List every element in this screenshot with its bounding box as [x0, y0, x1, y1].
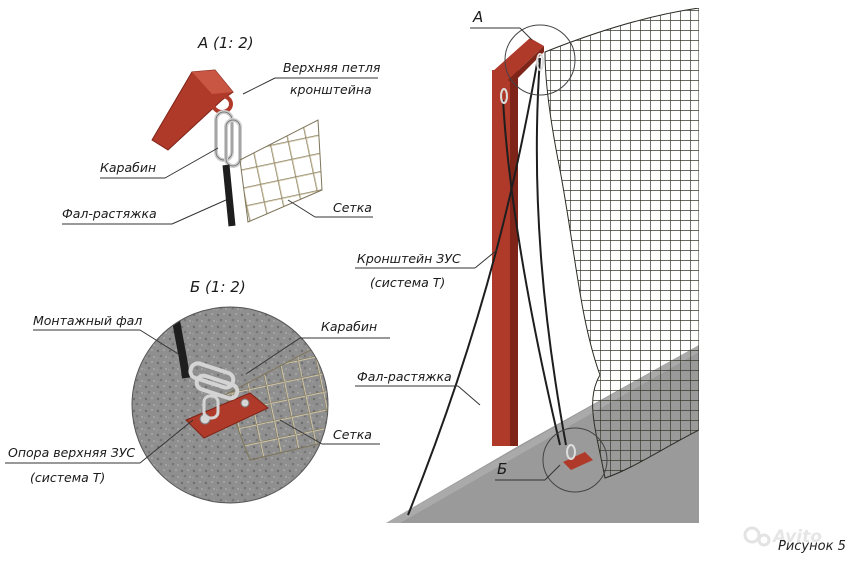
label-mounting-line: Монтажный фал: [33, 313, 142, 328]
detail-b: [132, 307, 328, 503]
label-bracket-line1: Кронштейн ЗУС: [357, 251, 461, 266]
detail-a-title: А (1: 2): [197, 34, 254, 52]
anchor-plate: [563, 452, 593, 470]
marker-b: Б: [497, 460, 507, 478]
label-top-loop-line1: Верхняя петля: [283, 60, 381, 75]
callout-circle-b: [542, 427, 608, 493]
detail-b-carabiner: [188, 361, 236, 390]
label-a-carabiner: Карабин: [100, 160, 156, 175]
main-guy-rope: [407, 57, 539, 516]
watermark-logo: Avito: [743, 526, 822, 547]
watermark-text: Avito: [771, 527, 822, 547]
main-scene: [386, 8, 699, 523]
detail-a: А (1: 2): [151, 34, 323, 227]
label-support-line1: Опора верхняя ЗУС: [8, 445, 135, 460]
detail-b-title: Б (1: 2): [190, 278, 246, 296]
callout-circle-a: [504, 24, 576, 96]
label-a-net: Сетка: [333, 200, 372, 215]
figure-caption: Рисунок 5: [778, 539, 846, 554]
bracket-arm: [492, 38, 544, 80]
main-net: [544, 8, 699, 479]
label-a-guy-line: Фал-растяжка: [62, 206, 157, 221]
label-bracket-line2: (система Т): [370, 275, 445, 290]
detail-b-net: [224, 344, 328, 461]
label-b-carabiner: Карабин: [321, 319, 377, 334]
label-b-net: Сетка: [333, 427, 372, 442]
label-top-loop-line2: кронштейна: [290, 82, 372, 97]
detail-a-net: [239, 119, 323, 223]
label-main-guy-line: Фал-растяжка: [357, 369, 452, 384]
label-support-line2: (система Т): [30, 470, 105, 485]
marker-a: А: [472, 8, 483, 26]
